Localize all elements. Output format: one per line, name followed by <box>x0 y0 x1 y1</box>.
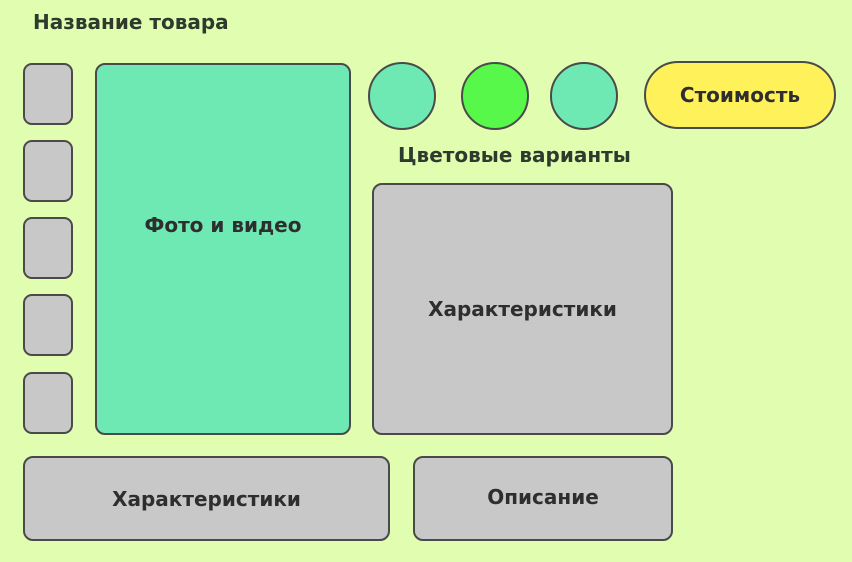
specs-section-label: Характеристики <box>112 486 301 511</box>
specs-panel-label: Характеристики <box>428 297 617 321</box>
description-label: Описание <box>487 485 599 509</box>
media-label: Фото и видео <box>144 213 302 237</box>
thumbnail-2[interactable] <box>23 140 73 202</box>
thumbnail-4[interactable] <box>23 294 73 356</box>
color-swatch-1[interactable] <box>368 62 436 130</box>
thumbnail-1[interactable] <box>23 63 73 125</box>
thumbnail-3[interactable] <box>23 217 73 279</box>
price-label: Стоимость <box>679 83 801 107</box>
thumbnail-5[interactable] <box>23 372 73 434</box>
color-swatch-3[interactable] <box>550 62 618 130</box>
price-button[interactable]: Стоимость <box>644 61 836 129</box>
description-section: Описание <box>413 456 673 541</box>
product-title: Название товара <box>33 10 229 34</box>
color-swatch-2[interactable] <box>461 62 529 130</box>
specs-panel: Характеристики <box>372 183 673 435</box>
specs-section: Характеристики <box>23 456 390 541</box>
media-area[interactable]: Фото и видео <box>95 63 351 435</box>
color-variants-label: Цветовые варианты <box>398 143 631 167</box>
